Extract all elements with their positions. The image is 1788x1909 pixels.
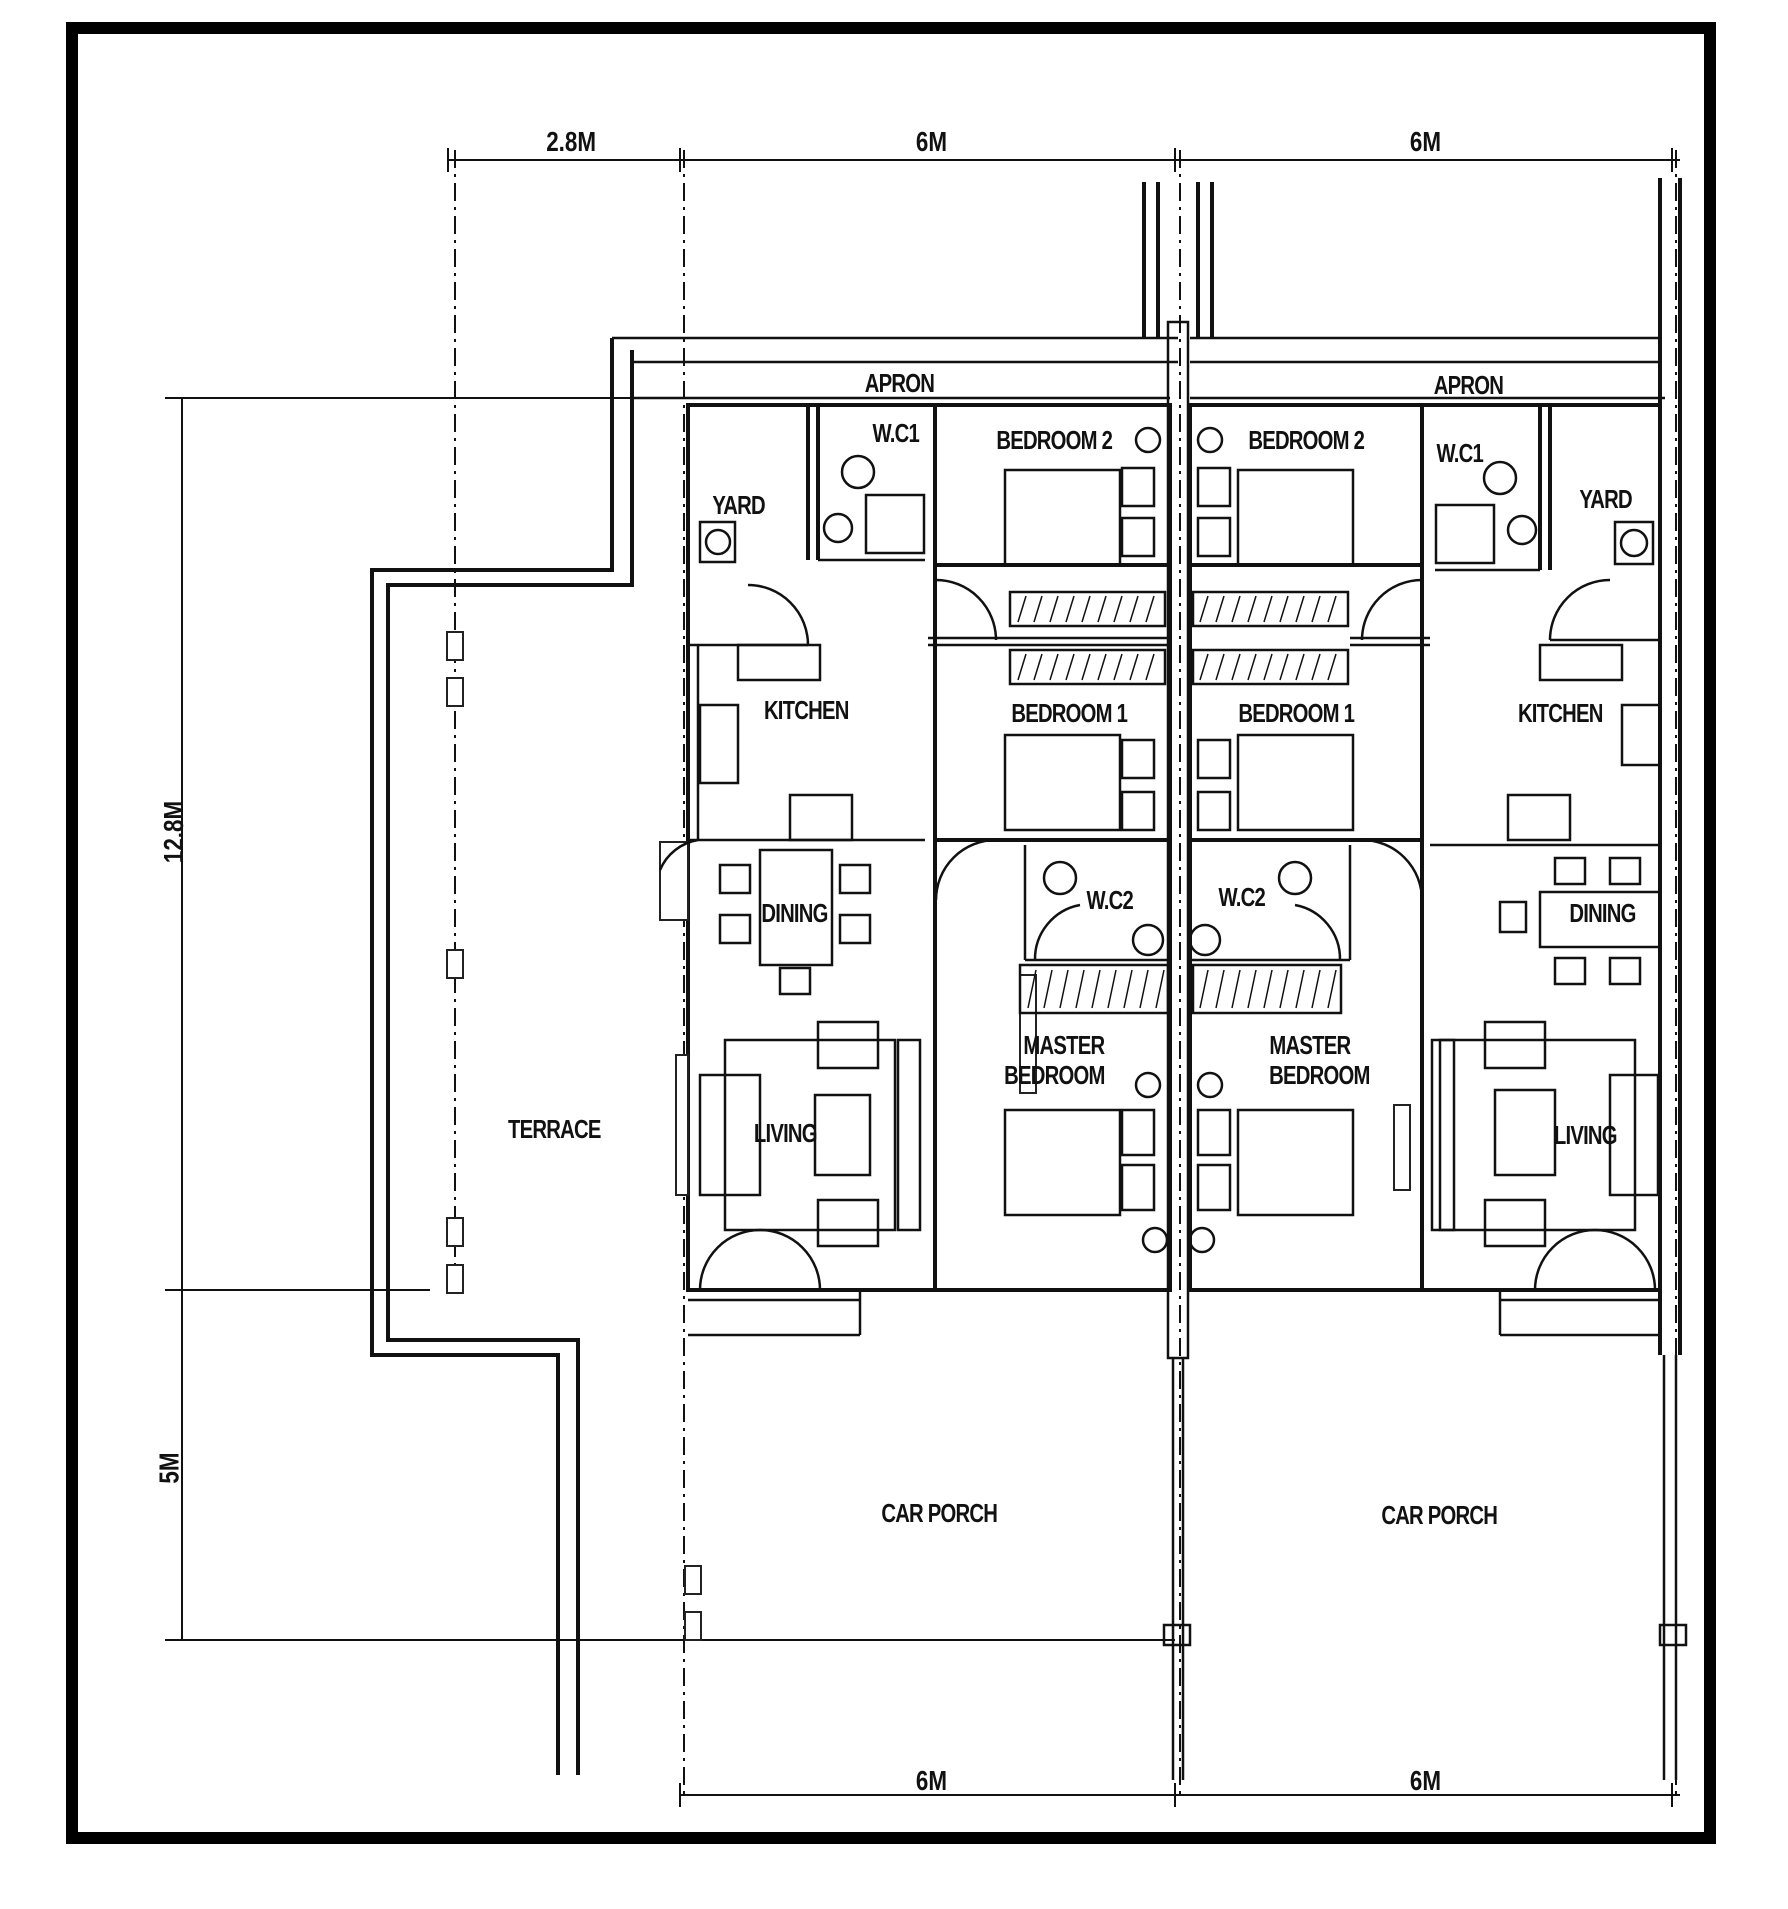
left-living-label: LIVING <box>753 1118 818 1148</box>
left-kitchen-label: KITCHEN <box>763 695 849 725</box>
left-bedroom1-label: BEDROOM 1 <box>1011 698 1128 728</box>
fixtures <box>698 454 1662 957</box>
dim-bottom-right: 6M <box>1409 1765 1442 1796</box>
right-bedroom2-label: BEDROOM 2 <box>1248 425 1365 455</box>
left-yard-label: YARD <box>712 490 765 520</box>
terrace-label: TERRACE <box>508 1114 601 1144</box>
left-wc2-label: W.C2 <box>1086 885 1134 915</box>
right-master-label-2: BEDROOM <box>1269 1060 1370 1090</box>
right-unit-walls <box>1188 403 1662 1337</box>
furniture <box>698 848 1662 1248</box>
left-master-label-2: BEDROOM <box>1004 1060 1105 1090</box>
dim-bottom-mid: 6M <box>915 1765 948 1796</box>
wardrobes <box>1008 590 1350 1015</box>
left-car-porch-label: CAR PORCH <box>881 1498 998 1528</box>
dim-top-left: 2.8M <box>546 126 597 157</box>
boundary-walls <box>1142 178 1688 1780</box>
left-wc1-label: W.C1 <box>872 418 920 448</box>
left-dining-label: DINING <box>761 898 828 928</box>
terrace-walls <box>370 336 1665 1775</box>
doors <box>658 578 1657 1291</box>
right-master-label-1: MASTER <box>1269 1030 1351 1060</box>
beds <box>1003 426 1355 1254</box>
dim-left-upper: 12.8M <box>157 800 189 864</box>
left-master-label-1: MASTER <box>1023 1030 1105 1060</box>
right-kitchen-label: KITCHEN <box>1517 698 1603 728</box>
left-unit-walls <box>659 403 1172 1337</box>
right-dining-label: DINING <box>1569 898 1636 928</box>
dim-top-right: 6M <box>1409 126 1442 157</box>
right-apron-label: APRON <box>1433 370 1504 400</box>
terrace-columns <box>446 631 702 1641</box>
left-bedroom2-label: BEDROOM 2 <box>996 425 1113 455</box>
right-wc1-label: W.C1 <box>1436 438 1484 468</box>
dim-top-mid: 6M <box>915 126 948 157</box>
right-living-label: LIVING <box>1553 1120 1618 1150</box>
left-apron-label: APRON <box>864 368 935 398</box>
right-bedroom1-label: BEDROOM 1 <box>1238 698 1355 728</box>
right-yard-label: YARD <box>1579 484 1632 514</box>
dim-left-lower: 5M <box>153 1452 185 1484</box>
frame-border <box>66 22 1716 1844</box>
right-wc2-label: W.C2 <box>1218 882 1266 912</box>
right-car-porch-label: CAR PORCH <box>1381 1500 1498 1530</box>
grid-lines <box>454 150 1677 1800</box>
